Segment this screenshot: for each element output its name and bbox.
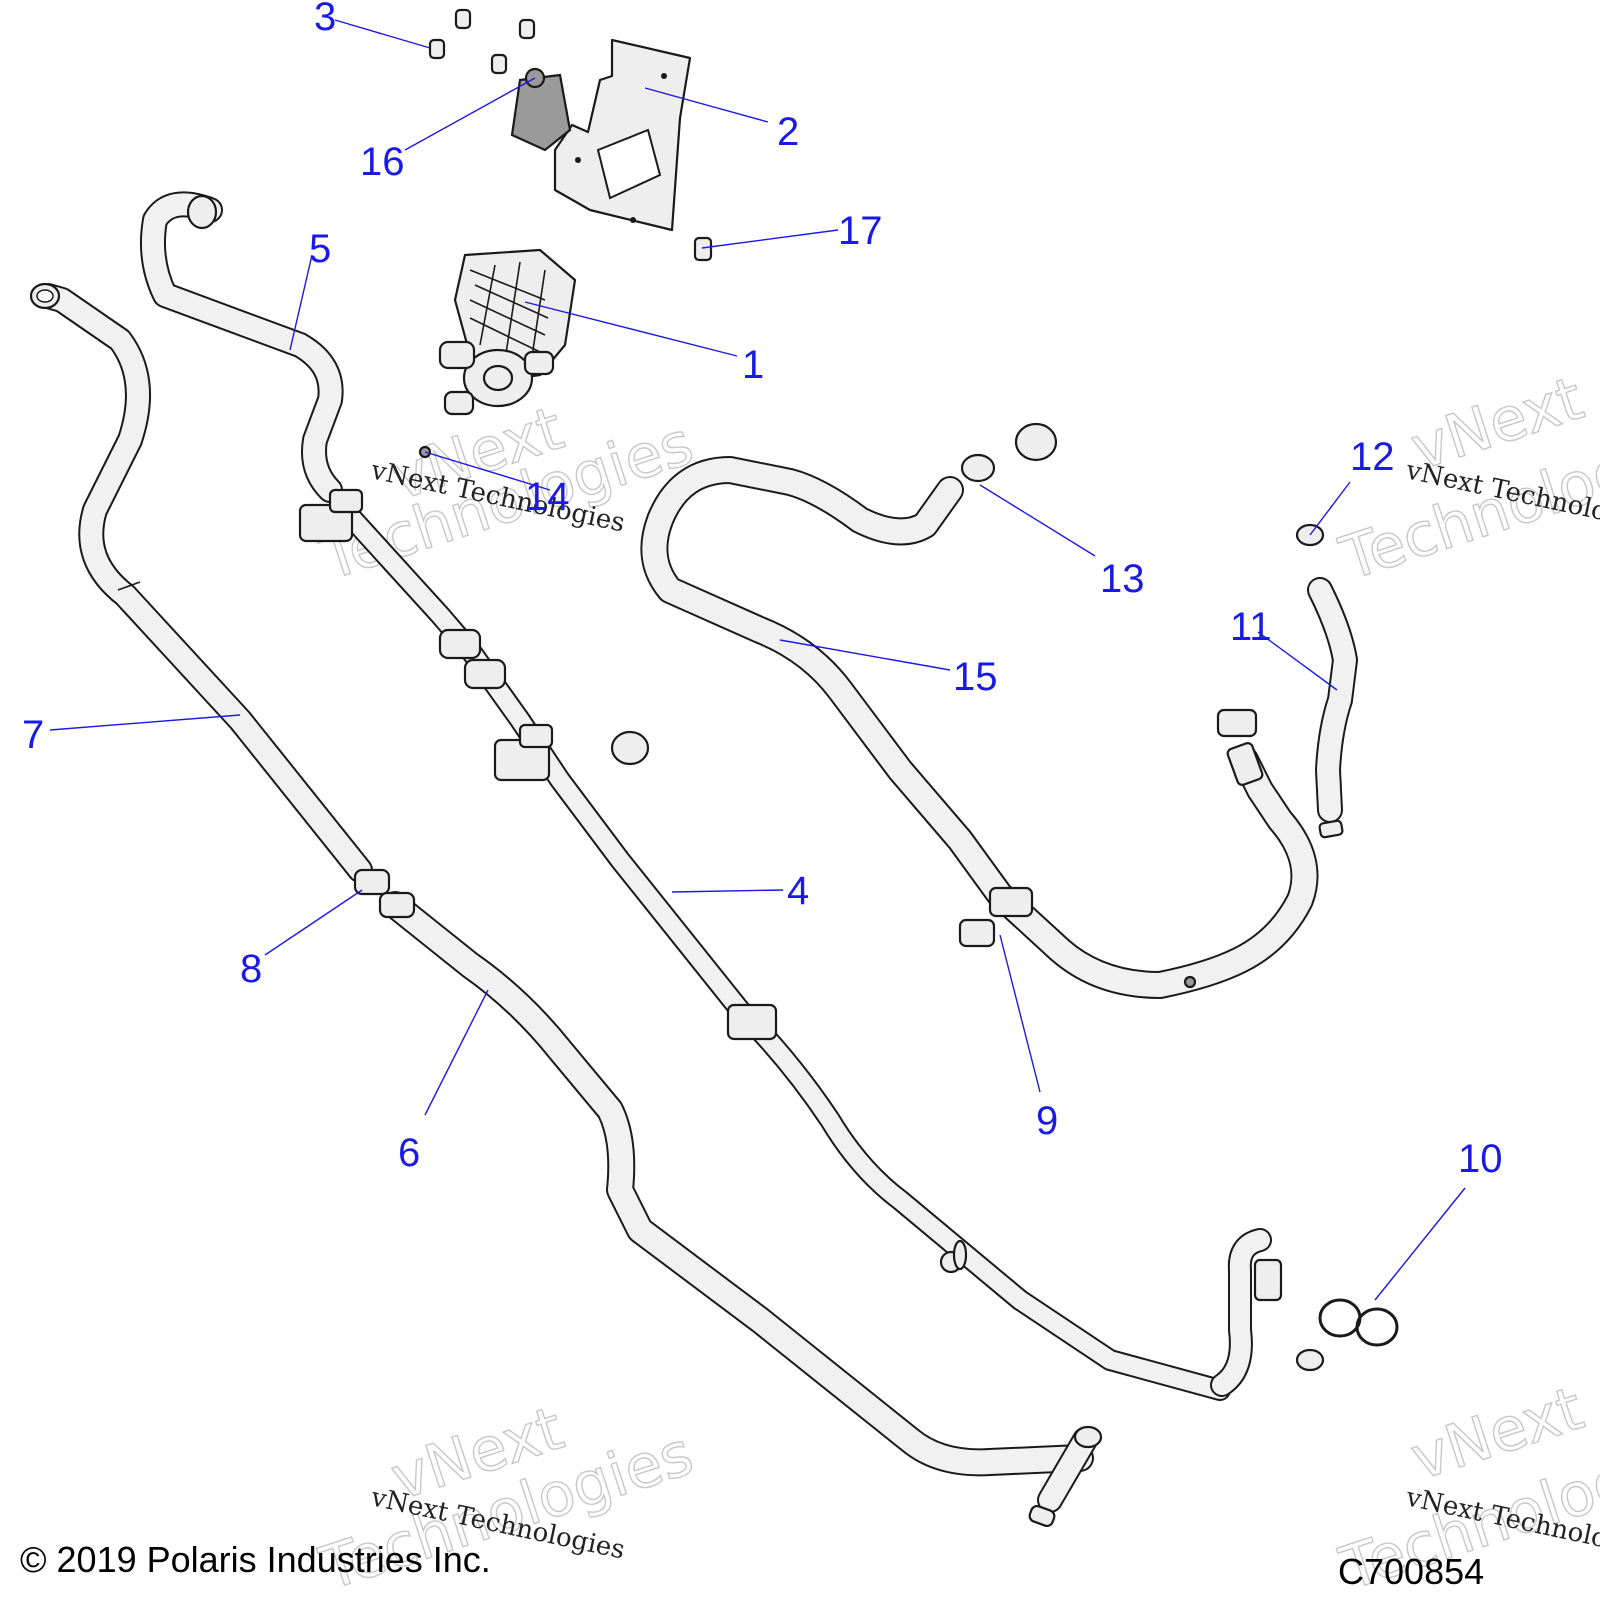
callout-7: 7: [22, 713, 44, 757]
callout-12: 12: [1350, 435, 1395, 479]
diagram-code: C700854: [1338, 1551, 1484, 1592]
callout-3: 3: [314, 0, 336, 39]
callout-14: 14: [525, 475, 570, 519]
hose-6: [381, 891, 1103, 1528]
hose-4: [329, 494, 1283, 1401]
hose-7: [29, 282, 373, 883]
callout-13: 13: [1100, 557, 1145, 601]
bolt-17: [693, 236, 713, 262]
callout-9: 9: [1036, 1099, 1058, 1143]
valve-assembly-1: [438, 248, 577, 416]
hose-11: [1307, 577, 1358, 839]
callout-4: 4: [787, 869, 809, 913]
callout-6: 6: [398, 1131, 420, 1175]
callout-16: 16: [360, 140, 405, 184]
hose-15: [640, 456, 1319, 999]
clips: [298, 422, 1399, 1372]
callout-15: 15: [953, 655, 998, 699]
callout-11: 11: [1230, 605, 1272, 649]
bolts-3: [428, 8, 536, 75]
callout-10: 10: [1458, 1137, 1503, 1181]
callout-17: 17: [838, 209, 883, 253]
copyright-text: © 2019 Polaris Industries Inc.: [20, 1539, 491, 1580]
callout-2: 2: [777, 110, 799, 154]
callout-8: 8: [240, 947, 262, 991]
callout-1: 1: [742, 343, 764, 387]
leader-lines: [49, 19, 1466, 1301]
bracket-2: [510, 38, 692, 232]
hose-5: [140, 191, 344, 503]
callout-labels: 3 2 16 17 1 5 14 13 12 11 15 7 4 8 6 9 1…: [22, 0, 1503, 1181]
callout-5: 5: [309, 227, 331, 271]
